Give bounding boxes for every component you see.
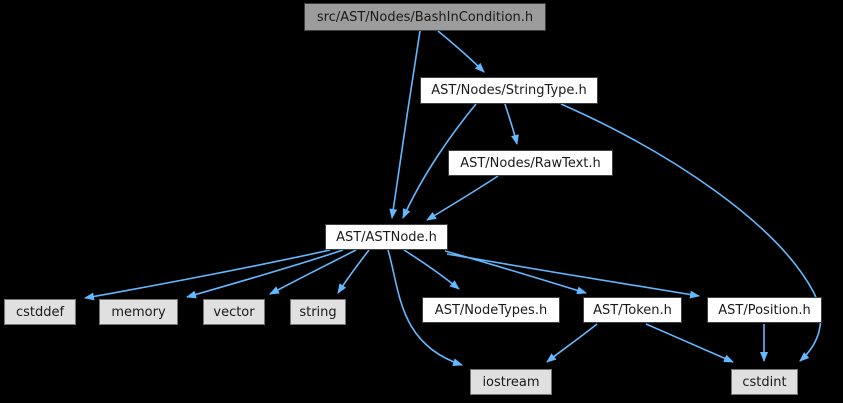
- node-token-label: AST/Token.h: [593, 302, 672, 318]
- node-vector-label: vector: [213, 304, 255, 320]
- node-bash-in-condition: src/AST/Nodes/BashInCondition.h: [304, 3, 546, 31]
- node-string-type-label: AST/Nodes/StringType.h: [431, 83, 587, 98]
- edge-stringtype-to-cstdint: [560, 103, 822, 362]
- node-string-type[interactable]: AST/Nodes/StringType.h: [420, 77, 598, 104]
- node-position-label: AST/Position.h: [718, 302, 811, 318]
- edge-stringtype-to-rawtext: [504, 103, 519, 145]
- edge-stringtype-to-astnode: [402, 103, 477, 219]
- edge-astnode-to-memory: [186, 249, 344, 299]
- node-cstddef-label: cstddef: [15, 304, 65, 320]
- node-cstddef: cstddef: [4, 299, 76, 325]
- node-ast-node-label: AST/ASTNode.h: [336, 229, 437, 245]
- edge-token-to-iostream: [546, 323, 598, 363]
- edge-rawtext-to-astnode: [426, 175, 499, 221]
- node-raw-text[interactable]: AST/Nodes/RawText.h: [448, 150, 613, 176]
- edge-astnode-to-string: [337, 249, 370, 294]
- node-string: string: [290, 299, 346, 325]
- node-iostream: iostream: [470, 369, 552, 395]
- node-token[interactable]: AST/Token.h: [583, 297, 682, 323]
- node-node-types[interactable]: AST/NodeTypes.h: [422, 297, 560, 323]
- edge-bashincondition-to-astnode: [389, 30, 421, 219]
- node-cstdint-label: cstdint: [742, 374, 787, 390]
- node-bash-in-condition-label: src/AST/Nodes/BashInCondition.h: [316, 9, 534, 25]
- node-raw-text-label: AST/Nodes/RawText.h: [460, 155, 601, 171]
- node-cstdint: cstdint: [731, 369, 798, 395]
- edge-bashincondition-to-stringtype: [437, 30, 485, 73]
- edge-token-to-cstdint: [645, 323, 734, 363]
- edge-astnode-to-iostream: [387, 249, 463, 366]
- node-vector: vector: [203, 299, 265, 325]
- node-memory-label: memory: [111, 304, 166, 320]
- node-string-label: string: [299, 304, 337, 320]
- edge-astnode-to-position: [446, 253, 700, 299]
- node-iostream-label: iostream: [482, 374, 540, 390]
- edge-astnode-to-nodetypes: [403, 249, 460, 290]
- edge-astnode-to-cstddef: [84, 249, 331, 301]
- node-memory: memory: [99, 299, 178, 325]
- edge-astnode-to-vector: [269, 249, 357, 295]
- node-position[interactable]: AST/Position.h: [707, 297, 822, 323]
- node-ast-node[interactable]: AST/ASTNode.h: [325, 224, 448, 250]
- edge-astnode-to-token: [444, 250, 587, 295]
- node-node-types-label: AST/NodeTypes.h: [434, 302, 548, 318]
